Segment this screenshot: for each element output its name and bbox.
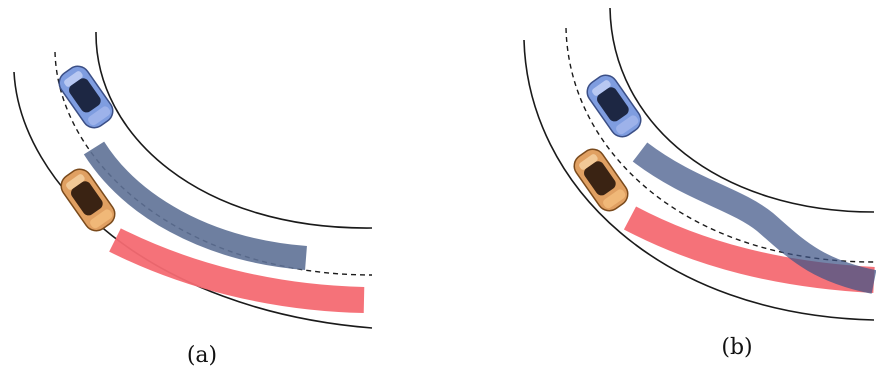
panel-b-label: (b) (721, 335, 752, 360)
panel-a-label: (a) (187, 343, 217, 368)
panel-b: (b) (524, 8, 874, 360)
panel-a: (a) (14, 32, 372, 368)
blue-vehicle (55, 62, 118, 133)
orange-vehicle (570, 145, 633, 216)
blue-vehicle (583, 71, 646, 142)
road-inner-edge (610, 8, 874, 212)
lane-divider (566, 28, 874, 262)
